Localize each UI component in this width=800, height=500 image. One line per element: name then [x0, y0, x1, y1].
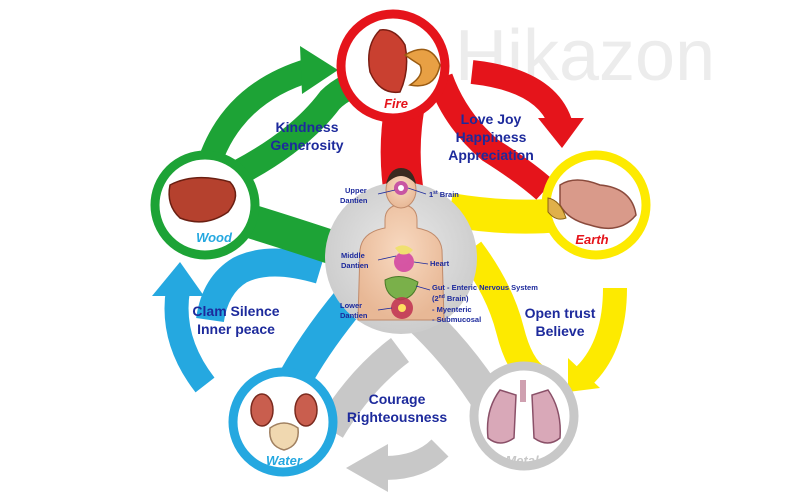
wood-label: Wood: [196, 230, 233, 245]
virtue-labels: Kindness Generosity Love Joy Happiness A…: [192, 111, 595, 425]
gut-label-2: (2nd Brain): [432, 294, 469, 303]
fire-node: Fire: [336, 9, 450, 123]
middle-dantien-leader: [377, 255, 397, 261]
fire-virtue-line2: Happiness: [456, 129, 527, 145]
left-kidney-icon: [250, 393, 274, 427]
fire-virtue-line1: Love Joy: [461, 111, 522, 127]
stomach-organ-icon: [559, 179, 637, 230]
earth-to-metal-arrow: [576, 287, 627, 384]
middle-dantien-marker: [395, 245, 413, 255]
metal-label: Metal: [505, 453, 539, 468]
earth-label: Earth: [575, 232, 608, 247]
gut-organ-icon: [384, 276, 419, 301]
upper-dantien-label-1: Upper: [345, 186, 367, 195]
fire-petal-b: [427, 73, 554, 200]
lungs-organ-icon: [486, 389, 561, 444]
gut-label-4: - Submucosal: [432, 315, 481, 324]
middle-dantien-label-2: Dantien: [341, 261, 369, 270]
earth-to-metal-arrowhead: [568, 358, 600, 392]
earth-node: Earth: [541, 150, 651, 260]
brain1-leader: [407, 187, 427, 195]
water-label: Water: [266, 453, 303, 468]
right-kidney-icon: [294, 393, 318, 427]
water-to-wood-arrow: [164, 288, 215, 393]
intestine-organ-icon: [403, 48, 441, 87]
fire-to-earth-arrowhead: [538, 118, 584, 148]
fire-to-earth-arrow: [470, 60, 572, 127]
water-virtue-line2: Inner peace: [197, 321, 275, 337]
upper-dantien-label-2: Dantien: [340, 196, 368, 205]
gut-label-3: - Myenteric: [432, 305, 472, 314]
upper-dantien-leader: [377, 189, 396, 195]
wood-virtue-line1: Kindness: [275, 119, 338, 135]
wood-virtue-line2: Generosity: [270, 137, 343, 153]
fire-label: Fire: [384, 96, 408, 111]
earth-virtue-line2: Believe: [535, 323, 584, 339]
heart-marker: [394, 252, 414, 272]
heart-leader: [413, 261, 429, 265]
lower-dantien-label-1: Lower: [340, 301, 362, 310]
metal-node: Metal: [469, 361, 579, 471]
water-node: Water: [228, 367, 338, 477]
water-virtue-line1: Clam Silence: [192, 303, 279, 319]
lower-dantien-leader: [377, 307, 393, 311]
upper-dantien-center: [398, 185, 404, 191]
bladder-organ-icon: [269, 422, 299, 451]
water-petal-b: [196, 248, 325, 323]
liver-organ-icon: [168, 176, 237, 223]
gut-label-1: Gut - Enteric Nervous System: [432, 283, 538, 292]
wood-node: Wood: [150, 150, 260, 260]
metal-virtue-line1: Courage: [369, 391, 426, 407]
trachea-icon: [520, 380, 526, 402]
wood-to-fire-arrowhead: [300, 46, 338, 94]
water-to-wood-arrowhead: [152, 262, 204, 296]
heart-organ-icon: [368, 29, 408, 94]
earth-virtue-line1: Open trust: [525, 305, 596, 321]
fire-virtue-line3: Appreciation: [448, 147, 534, 163]
gut-leader: [415, 285, 431, 291]
brain1-label: 1st Brain: [429, 190, 459, 199]
spleen-organ-icon: [547, 197, 567, 220]
heart-label: Heart: [430, 259, 450, 268]
lower-dantien-center: [398, 304, 406, 312]
metal-to-water-arrow: [384, 439, 449, 480]
metal-virtue-line2: Righteousness: [347, 409, 448, 425]
hair-icon: [386, 168, 416, 184]
metal-to-water-arrowhead: [346, 444, 388, 492]
body-node: Upper Dantien 1st Brain Middle Dantien H…: [325, 168, 538, 334]
middle-dantien-label-1: Middle: [341, 251, 365, 260]
lower-dantien-label-2: Dantien: [340, 311, 368, 320]
